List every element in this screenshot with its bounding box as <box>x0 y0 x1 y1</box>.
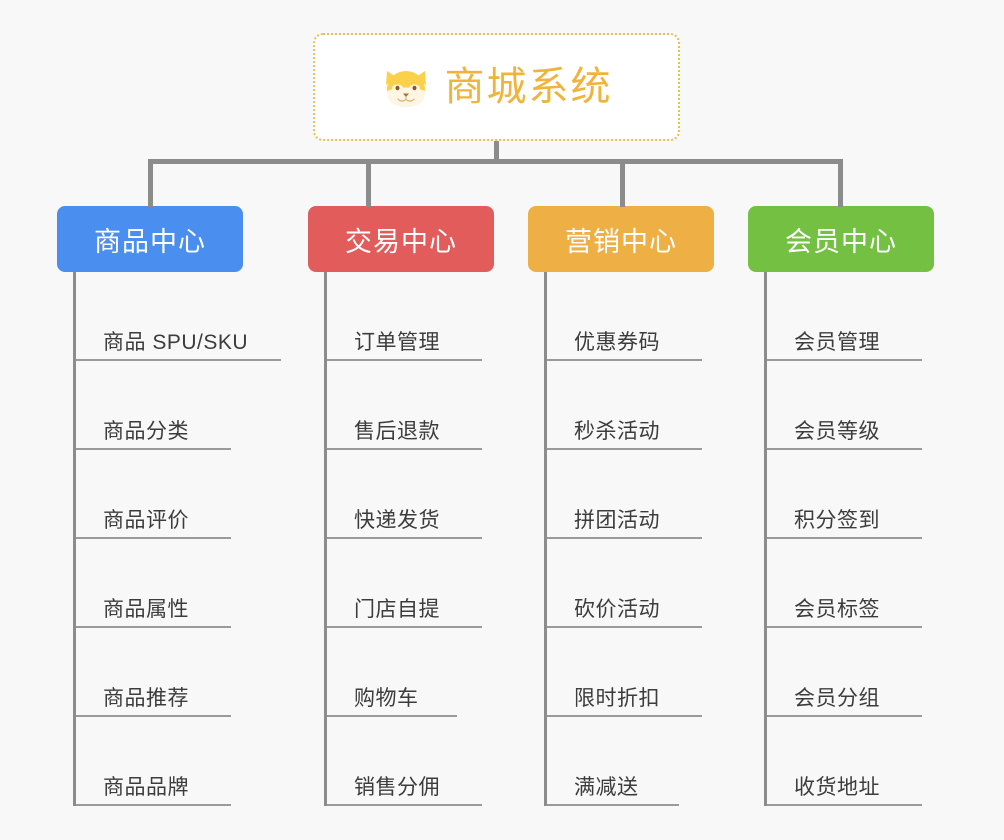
subitem[interactable]: 商品品牌 <box>76 717 231 806</box>
subitem[interactable]: 商品推荐 <box>76 628 231 717</box>
subitem-label: 售后退款 <box>354 419 440 443</box>
subitem-label: 商品推荐 <box>103 686 189 710</box>
subitem-label: 会员标签 <box>794 597 880 621</box>
subitem-label: 会员管理 <box>794 330 880 354</box>
subitem[interactable]: 销售分佣 <box>327 717 482 806</box>
subitem-label: 商品属性 <box>103 597 189 621</box>
category-box-1[interactable]: 商品中心 <box>57 206 243 272</box>
subitem[interactable]: 满减送 <box>547 717 679 806</box>
subitem[interactable]: 会员标签 <box>767 539 922 628</box>
subitem-label: 限时折扣 <box>574 686 660 710</box>
subitem[interactable]: 砍价活动 <box>547 539 702 628</box>
subitem[interactable]: 拼团活动 <box>547 450 702 539</box>
subitem[interactable]: 积分签到 <box>767 450 922 539</box>
subitem-label: 会员分组 <box>794 686 880 710</box>
subitem-column-3: 优惠券码秒杀活动拼团活动砍价活动限时折扣满减送 <box>544 272 702 806</box>
subitem-label: 购物车 <box>354 686 419 710</box>
subitem[interactable]: 商品评价 <box>76 450 231 539</box>
subitem-label: 订单管理 <box>354 330 440 354</box>
connector-drop-1 <box>148 159 153 207</box>
subitem-label: 优惠券码 <box>574 330 660 354</box>
subitem-label: 砍价活动 <box>574 597 660 621</box>
subitem[interactable]: 商品 SPU/SKU <box>76 272 281 361</box>
category-box-2[interactable]: 交易中心 <box>308 206 494 272</box>
subitem[interactable]: 商品分类 <box>76 361 231 450</box>
category-label: 商品中心 <box>94 226 206 257</box>
connector-drop-3 <box>620 159 625 207</box>
root-title: 商城系统 <box>444 65 613 109</box>
root-node[interactable]: 商城系统 <box>313 33 680 141</box>
subitem[interactable]: 优惠券码 <box>547 272 702 361</box>
subitem-column-4: 会员管理会员等级积分签到会员标签会员分组收货地址 <box>764 272 922 806</box>
connector-drop-4 <box>838 159 843 207</box>
connector-drop-2 <box>366 159 371 207</box>
subitem[interactable]: 快递发货 <box>327 450 482 539</box>
category-label: 会员中心 <box>785 226 897 257</box>
connector-root-stem <box>494 141 499 163</box>
subitem-column-2: 订单管理售后退款快递发货门店自提购物车销售分佣 <box>324 272 482 806</box>
category-box-3[interactable]: 营销中心 <box>528 206 714 272</box>
subitem[interactable]: 购物车 <box>327 628 457 717</box>
subitem-label: 门店自提 <box>354 597 440 621</box>
subitem-label: 积分签到 <box>794 508 880 532</box>
subitem-label: 商品评价 <box>103 508 189 532</box>
subitem[interactable]: 订单管理 <box>327 272 482 361</box>
subitem[interactable]: 会员管理 <box>767 272 922 361</box>
subitem-label: 销售分佣 <box>354 775 440 799</box>
subitem-label: 满减送 <box>574 775 639 799</box>
subitem-column-1: 商品 SPU/SKU 商品分类商品评价商品属性商品推荐商品品牌 <box>73 272 281 806</box>
subitem[interactable]: 售后退款 <box>327 361 482 450</box>
subitem[interactable]: 会员分组 <box>767 628 922 717</box>
subitem-label: 商品 SPU/SKU <box>103 330 249 354</box>
subitem-label: 商品品牌 <box>103 775 189 799</box>
category-label: 营销中心 <box>565 226 677 257</box>
subitem[interactable]: 会员等级 <box>767 361 922 450</box>
category-label: 交易中心 <box>345 226 457 257</box>
connector-horizontal-bar <box>149 159 841 164</box>
subitem-label: 秒杀活动 <box>574 419 660 443</box>
subitem[interactable]: 门店自提 <box>327 539 482 628</box>
subitem[interactable]: 限时折扣 <box>547 628 702 717</box>
subitem[interactable]: 收货地址 <box>767 717 922 806</box>
subitem[interactable]: 商品属性 <box>76 539 231 628</box>
subitem-label: 会员等级 <box>794 419 880 443</box>
subitem-label: 收货地址 <box>794 775 880 799</box>
subitem[interactable]: 秒杀活动 <box>547 361 702 450</box>
subitem-label: 拼团活动 <box>574 508 660 532</box>
subitem-label: 快递发货 <box>354 508 440 532</box>
shiba-dog-icon <box>385 71 426 107</box>
subitem-label: 商品分类 <box>103 419 189 443</box>
category-box-4[interactable]: 会员中心 <box>748 206 934 272</box>
